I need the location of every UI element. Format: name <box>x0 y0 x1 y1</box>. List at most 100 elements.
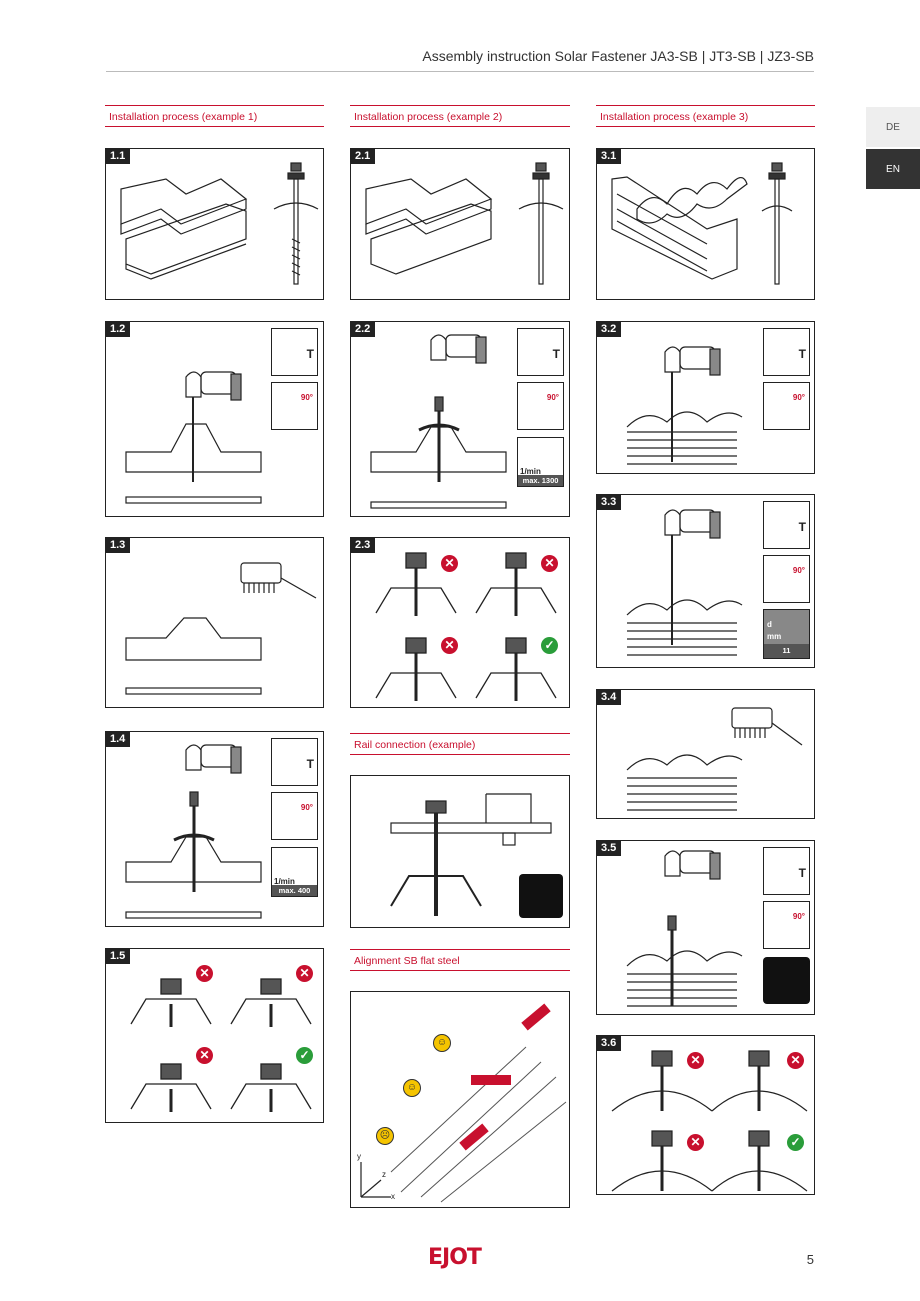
step-panel-1-4: 1.4 T 90° 1/min max. 400 <box>105 731 324 927</box>
sad-face-icon: ☹ <box>376 1127 394 1145</box>
angle-90-icon: 90° <box>763 901 810 949</box>
speed-limit-icon: 1/min max. 1300 <box>517 437 564 487</box>
step-panel-1-5: 1.5 ✕ ✕ ✕ ✓ <box>105 948 324 1123</box>
step-number: 2.3 <box>350 537 376 553</box>
ejot-logo: EJOT <box>428 1245 482 1270</box>
step-panel-3-4: 3.4 <box>596 689 815 819</box>
read-manual-icon <box>763 957 810 1004</box>
drill-unit: mm <box>767 632 782 641</box>
incorrect-icon: ✕ <box>687 1052 704 1069</box>
step-number: 1.3 <box>105 537 131 553</box>
step-number: 3.1 <box>596 148 622 164</box>
incorrect-icon: ✕ <box>296 965 313 982</box>
document-title: Assembly instruction Solar Fastener JA3-… <box>422 48 814 64</box>
section-heading-example-2: Installation process (example 2) <box>350 105 570 127</box>
section-heading-example-1: Installation process (example 1) <box>105 105 324 127</box>
cleaning-illustration <box>125 562 317 695</box>
axis-y-label: y <box>357 1152 361 1161</box>
drilling-wood-illustration <box>626 509 743 656</box>
angle-label: 90° <box>792 393 805 402</box>
step-panel-2-3: 2.3 ✕ ✕ ✕ ✓ <box>350 537 570 708</box>
torque-label: T <box>306 757 314 771</box>
correct-icon: ✓ <box>787 1134 804 1151</box>
screw-setting-illustration <box>125 744 262 919</box>
rpm-label: 1/min <box>520 467 541 476</box>
step-panel-2-1: 2.1 <box>350 148 570 300</box>
step-number: 3.3 <box>596 494 622 510</box>
torque-setting-icon: T <box>763 847 810 895</box>
step-number: 1.2 <box>105 321 131 337</box>
max-speed-value: max. 400 <box>272 885 317 896</box>
correct-icon: ✓ <box>541 637 558 654</box>
step-number: 1.5 <box>105 948 131 964</box>
section-heading-rail-connection: Rail connection (example) <box>350 733 570 755</box>
incorrect-icon: ✕ <box>196 965 213 982</box>
drilling-wood-illustration <box>626 346 743 465</box>
torque-setting-icon: T <box>271 328 318 376</box>
speed-limit-icon: 1/min max. 400 <box>271 847 318 897</box>
cleaning-wood-illustration <box>626 707 803 811</box>
step-panel-3-6: 3.6 ✕ ✕ ✕ ✓ <box>596 1035 815 1195</box>
drilling-illustration <box>370 334 507 509</box>
correct-icon: ✓ <box>296 1047 313 1064</box>
rpm-label: 1/min <box>274 877 295 886</box>
drill-diameter-value: 11 <box>764 644 809 658</box>
header-divider <box>106 71 814 72</box>
step-number: 3.2 <box>596 321 622 337</box>
angle-label: 90° <box>300 803 313 812</box>
axis-z-label: z <box>382 1170 386 1179</box>
step-panel-1-3: 1.3 <box>105 537 324 708</box>
step-number: 3.4 <box>596 689 622 705</box>
step-panel-3-1: 3.1 <box>596 148 815 300</box>
incorrect-icon: ✕ <box>687 1134 704 1151</box>
angle-90-icon: 90° <box>517 382 564 430</box>
torque-label: T <box>798 866 806 880</box>
incorrect-icon: ✕ <box>196 1047 213 1064</box>
tab-language-de[interactable]: DE <box>866 107 920 147</box>
c-profile-illustration <box>365 162 564 285</box>
angle-90-icon: 90° <box>271 382 318 430</box>
torque-label: T <box>798 520 806 534</box>
step-panel-2-2: 2.2 T 90° 1/min max. 1300 <box>350 321 570 517</box>
torque-setting-icon: T <box>763 501 810 549</box>
step-number: 3.6 <box>596 1035 622 1051</box>
drill-diameter-symbol: d <box>767 620 772 629</box>
screw-setting-wood-illustration <box>626 850 743 1007</box>
torque-label: T <box>306 347 314 361</box>
step-panel-1-2: 1.2 T 90° <box>105 321 324 517</box>
wood-washer-compression-illustration <box>611 1050 808 1192</box>
torque-setting-icon: T <box>271 738 318 786</box>
profile-rail-illustration <box>120 162 319 285</box>
step-panel-3-5: 3.5 T 90° <box>596 840 815 1015</box>
alignment-panel: ☺ ☺ ☹ y z x <box>350 991 570 1208</box>
step-number: 1.4 <box>105 731 131 747</box>
torque-label: T <box>798 347 806 361</box>
step-panel-3-2: 3.2 T 90° <box>596 321 815 474</box>
angle-label: 90° <box>300 393 313 402</box>
step-number: 1.1 <box>105 148 131 164</box>
rail-connection-panel <box>350 775 570 928</box>
torque-setting-icon: T <box>517 328 564 376</box>
wooden-beam-illustration <box>611 162 793 285</box>
step-number: 2.1 <box>350 148 376 164</box>
section-heading-example-3: Installation process (example 3) <box>596 105 815 127</box>
angle-label: 90° <box>792 566 805 575</box>
drill-diameter-icon: d mm 11 <box>763 609 810 659</box>
axis-x-label: x <box>391 1192 395 1201</box>
incorrect-icon: ✕ <box>441 555 458 572</box>
flat-steel-alignment-illustration <box>360 1003 567 1203</box>
step-panel-3-3: 3.3 T 90° d mm 11 <box>596 494 815 668</box>
happy-face-icon: ☺ <box>433 1034 451 1052</box>
torque-label: T <box>552 347 560 361</box>
angle-90-icon: 90° <box>763 555 810 603</box>
step-number: 3.5 <box>596 840 622 856</box>
drilling-illustration <box>125 371 262 504</box>
max-speed-value: max. 1300 <box>518 475 563 486</box>
section-heading-alignment: Alignment SB flat steel <box>350 949 570 971</box>
page-number: 5 <box>806 1252 814 1267</box>
angle-90-icon: 90° <box>763 382 810 430</box>
neutral-face-icon: ☺ <box>403 1079 421 1097</box>
tab-language-en[interactable]: EN <box>866 149 920 189</box>
angle-label: 90° <box>546 393 559 402</box>
angle-label: 90° <box>792 912 805 921</box>
